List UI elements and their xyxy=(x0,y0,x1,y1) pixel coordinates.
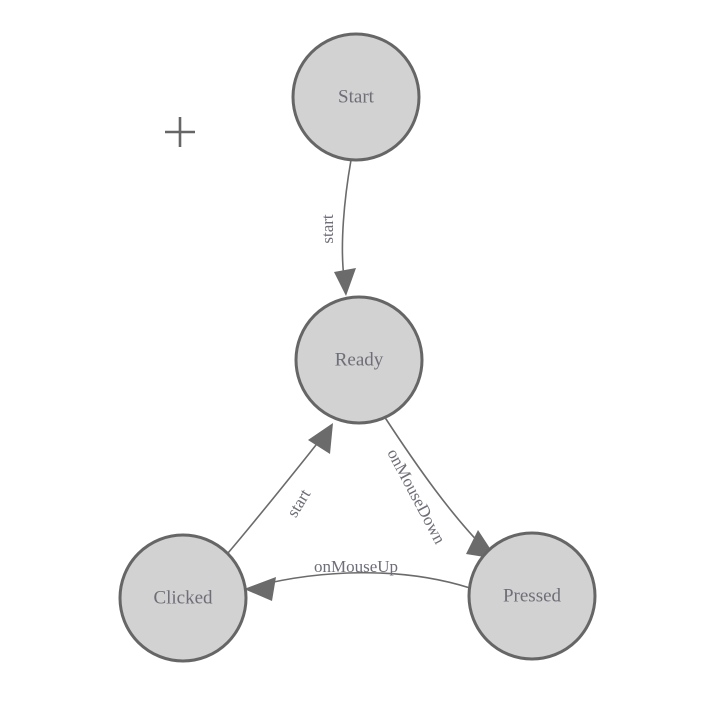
arrowhead-icon xyxy=(244,577,276,601)
node-shape xyxy=(294,295,424,425)
edge-line xyxy=(255,571,471,589)
edge-line xyxy=(341,159,352,279)
arrowhead-icon xyxy=(308,423,333,454)
node-label-start: Start xyxy=(338,86,375,107)
node-pressed[interactable]: Pressed xyxy=(467,531,597,661)
edge-start-to-ready[interactable]: start xyxy=(318,159,356,296)
node-clicked[interactable]: Clicked xyxy=(118,533,248,663)
node-ready[interactable]: Ready xyxy=(294,295,424,425)
node-label-pressed: Pressed xyxy=(503,585,562,606)
edge-pressed-to-clicked[interactable]: onMouseUp xyxy=(244,557,471,601)
edge-clicked-to-ready[interactable]: start xyxy=(227,423,333,554)
node-shape xyxy=(467,531,597,661)
edge-label-clicked-to-ready: start xyxy=(283,486,315,521)
edge-label-pressed-to-clicked: onMouseUp xyxy=(314,557,398,576)
edge-line xyxy=(227,439,321,554)
node-start[interactable]: Start xyxy=(291,32,421,162)
edge-label-start-to-ready: start xyxy=(318,214,337,244)
edge-ready-to-pressed[interactable]: onMouseDown xyxy=(383,415,497,559)
node-shape xyxy=(291,32,421,162)
node-label-ready: Ready xyxy=(335,349,384,370)
arrowhead-icon xyxy=(334,268,356,296)
crosshair-icon[interactable] xyxy=(165,117,195,147)
node-label-clicked: Clicked xyxy=(153,587,213,608)
node-shape xyxy=(118,533,248,663)
